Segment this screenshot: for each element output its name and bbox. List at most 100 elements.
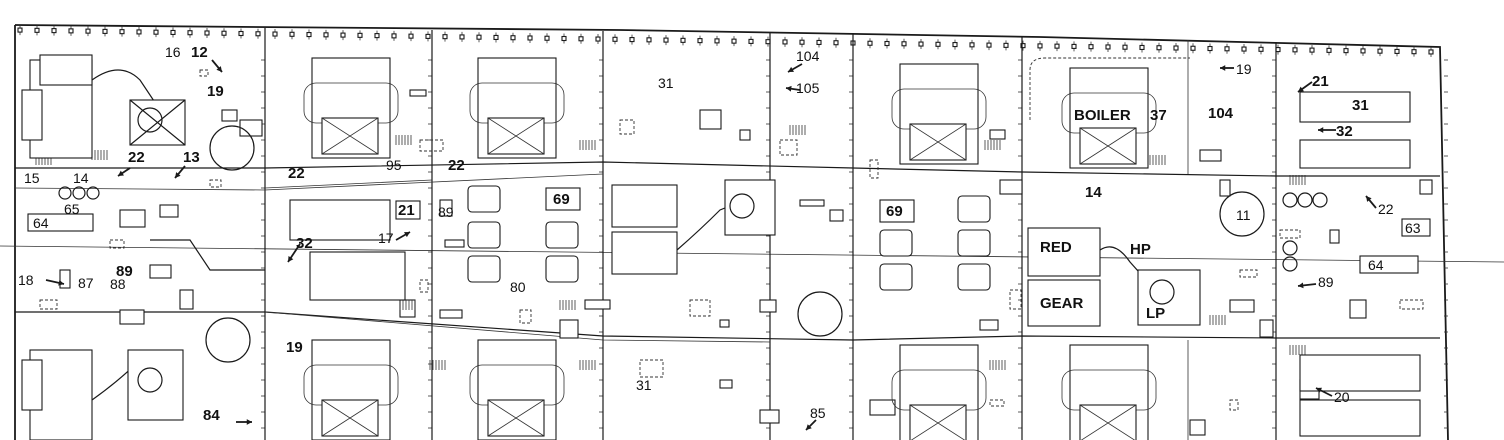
frame-tick-knob — [1071, 43, 1077, 49]
label-22: 22 — [1378, 201, 1394, 217]
aux-unit — [199, 69, 209, 77]
aux-unit — [1219, 179, 1231, 197]
label-18: 18 — [18, 272, 34, 288]
label-65: 65 — [64, 201, 80, 217]
arrow-head — [175, 172, 181, 178]
arrow-head — [1298, 282, 1304, 289]
frame-tick-knob — [459, 34, 465, 40]
label-84: 84 — [203, 407, 220, 424]
frame-tick-knob — [901, 41, 907, 47]
arrow-head — [788, 66, 794, 72]
frame-tick-knob — [935, 41, 941, 47]
boiler-cross — [909, 123, 967, 161]
aux-unit — [869, 399, 896, 416]
label-63: 63 — [1405, 220, 1421, 236]
aux-unit — [1419, 179, 1433, 195]
hull-outline — [0, 24, 1504, 440]
aux-unit — [109, 239, 125, 249]
aux-unit — [1229, 299, 1255, 313]
frame-tick-knob — [714, 38, 720, 44]
turbine-set-port-upper — [21, 54, 255, 171]
label-11: 11 — [1236, 207, 1251, 223]
frame-tick-knob — [187, 30, 193, 36]
aux-unit — [979, 319, 999, 331]
frame-ticks — [17, 25, 1448, 429]
frame-tick-knob — [136, 29, 142, 35]
frame-tick-knob — [663, 37, 669, 43]
label-80: 80 — [510, 279, 526, 295]
pump-unit — [957, 195, 991, 223]
label-31: 31 — [1352, 97, 1369, 114]
pump-unit — [957, 229, 991, 257]
aux-unit — [119, 309, 145, 325]
pump-unit — [879, 229, 913, 257]
frame-tick-knob — [1258, 46, 1264, 52]
aux-unit — [519, 309, 532, 324]
frame-tick-knob — [510, 35, 516, 41]
frame-tick-knob — [85, 28, 91, 34]
aux-unit — [999, 179, 1023, 195]
aux-unit — [159, 204, 179, 218]
frame-tick-knob — [748, 38, 754, 44]
frame-tick-knob — [17, 27, 23, 33]
frame-tick-knob — [595, 36, 601, 42]
frame-tick-knob — [833, 40, 839, 46]
frame-tick-knob — [1428, 49, 1434, 55]
aux-unit — [409, 89, 427, 97]
aux-unit — [419, 139, 444, 152]
turbine-set-port-lower — [21, 317, 251, 440]
frame-tick-knob — [969, 42, 975, 48]
aux-unit — [799, 199, 825, 207]
frame-tick-knob — [952, 42, 958, 48]
label-22: 22 — [288, 165, 305, 182]
arrow-head — [806, 424, 812, 430]
frame-tick-knob — [1326, 47, 1332, 53]
aux-unit — [1349, 299, 1367, 319]
frame-tick-knob — [153, 29, 159, 35]
boiler-cross — [487, 399, 545, 437]
label-12: 12 — [191, 44, 208, 61]
frame-tick-knob — [442, 34, 448, 40]
label-64: 64 — [33, 215, 49, 231]
pump-unit — [467, 255, 501, 283]
label-32: 32 — [1336, 123, 1353, 140]
aux-unit — [719, 379, 733, 389]
frame-tick-knob — [731, 38, 737, 44]
frame-tick-knob — [34, 27, 40, 33]
frame-tick-knob — [1088, 44, 1094, 50]
label-20: 20 — [1334, 389, 1350, 405]
arrow-head — [288, 256, 294, 262]
aux-unit — [1009, 289, 1022, 310]
label-95: 95 — [386, 157, 402, 173]
frame-tick-knob — [272, 31, 278, 37]
aux-machinery-right — [1282, 91, 1421, 437]
label-85: 85 — [810, 405, 826, 421]
arrow-head — [1318, 127, 1324, 133]
frame-tick-knob — [1020, 43, 1026, 49]
boiler-cross — [321, 117, 379, 155]
aux-unit — [1399, 299, 1424, 310]
frame-tick-knob — [1343, 48, 1349, 54]
pump-unit — [467, 221, 501, 249]
arrow-head — [246, 419, 252, 425]
frame-tick-knob — [68, 28, 74, 34]
frame-tick-knob — [1105, 44, 1111, 50]
turbine-set-starboard — [1027, 57, 1265, 327]
frame-tick-knob — [1190, 45, 1196, 51]
aux-unit — [739, 129, 751, 141]
label-87: 87 — [78, 275, 94, 291]
aux-unit — [639, 359, 664, 378]
aux-unit — [179, 289, 194, 310]
aux-unit — [149, 264, 172, 279]
arrow-head — [1298, 86, 1304, 92]
frame-tick-knob — [527, 35, 533, 41]
aux-unit — [759, 299, 777, 313]
frame-tick-knob — [561, 35, 567, 42]
label-13: 13 — [183, 149, 200, 166]
aux-unit — [989, 399, 1005, 407]
aux-unit — [619, 119, 635, 135]
pump-unit — [957, 263, 991, 291]
aux-unit — [1229, 399, 1239, 411]
label-104: 104 — [796, 48, 820, 64]
